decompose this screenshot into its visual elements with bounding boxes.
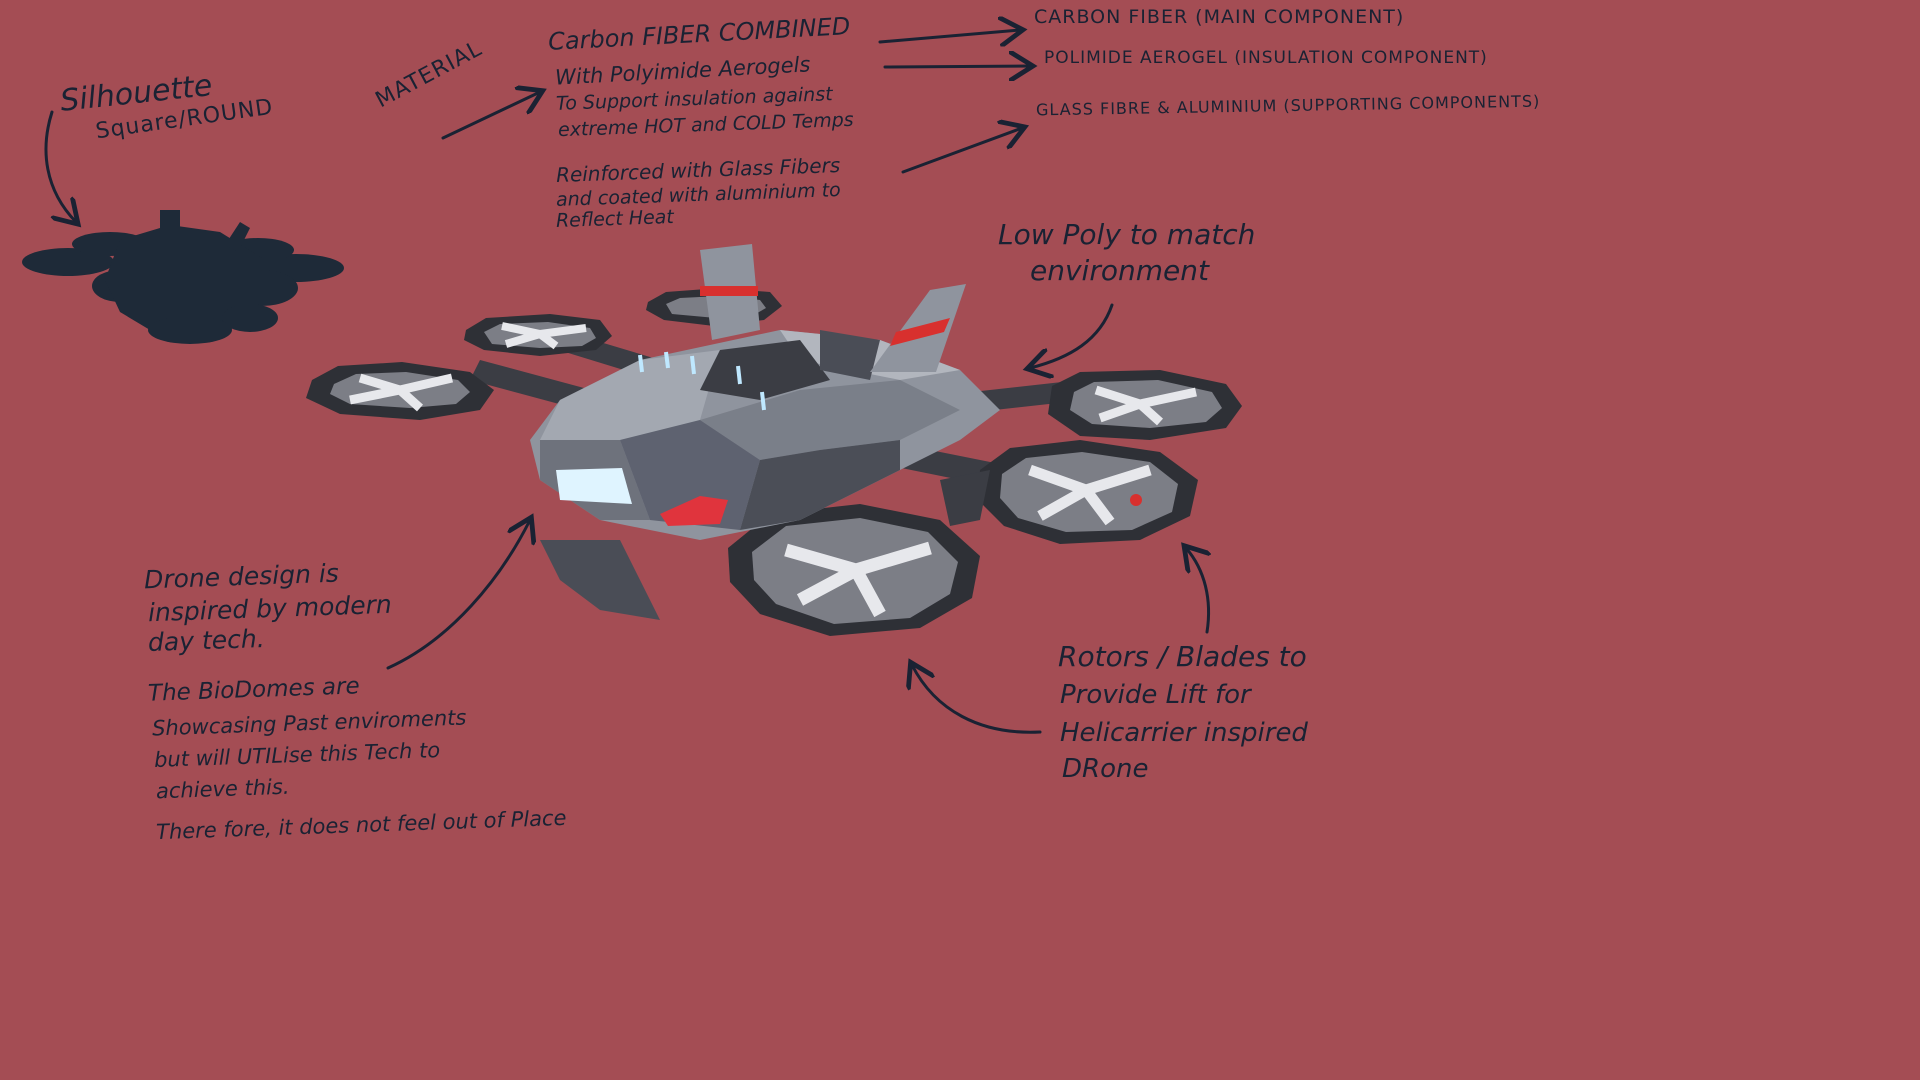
arrow-material xyxy=(441,92,540,140)
component-insulation: POLIMIDE AEROGEL (INSULATION COMPONENT) xyxy=(1044,48,1488,68)
component-main: CARBON FIBER (MAIN COMPONENT) xyxy=(1034,6,1405,28)
rotors-line-4: DRone xyxy=(1062,754,1149,784)
rotor-front xyxy=(728,504,980,636)
design-line-3: day tech. xyxy=(147,623,266,658)
arrow-design xyxy=(386,520,530,670)
biodomes-line-4: achieve this. xyxy=(155,774,290,804)
arrow-lowpoly xyxy=(1030,303,1114,368)
lowpoly-line-1: Low Poly to match xyxy=(998,218,1256,251)
rotor-right-top xyxy=(1048,370,1242,440)
arrow-aerogel xyxy=(883,66,1030,67)
rotor-back-left xyxy=(306,362,494,420)
rotor-back-mid xyxy=(464,314,612,356)
arrow-carbon xyxy=(878,30,1020,42)
reinforced-line-3: Reflect Heat xyxy=(555,205,675,233)
annotation-arrows xyxy=(44,0,1568,734)
drone-silhouette xyxy=(22,210,344,344)
rotor-right-mid xyxy=(978,440,1198,544)
rotors-line-2: Provide Lift for xyxy=(1060,680,1251,710)
lowpoly-line-2: environment xyxy=(1030,254,1209,287)
arrow-rotors-up xyxy=(1186,548,1209,634)
arrow-silhouette xyxy=(44,110,76,222)
arrow-rotors-left xyxy=(912,665,1042,734)
arrow-glass xyxy=(901,128,1022,174)
drone-render xyxy=(306,244,1242,636)
rotors-line-1: Rotors / Blades to xyxy=(1058,640,1307,673)
drone-body xyxy=(530,244,1000,620)
rotors-line-3: Helicarrier inspired xyxy=(1060,718,1308,748)
